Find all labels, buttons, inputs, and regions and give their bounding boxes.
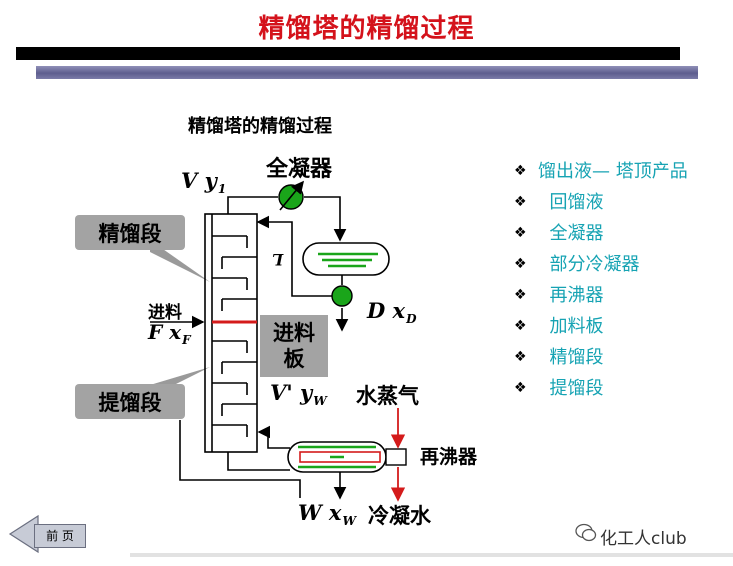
page-title: 精馏塔的精馏过程: [258, 14, 475, 44]
feed-composition-label: F xF: [148, 320, 191, 347]
legend-item: ❖ 提馏段: [514, 373, 688, 404]
total-condenser-icon: [278, 180, 305, 211]
wechat-icon: [575, 523, 597, 542]
legend-item: ❖馏出液— 塔顶产品: [514, 156, 688, 187]
legend-item: ❖ 精馏段: [514, 342, 688, 373]
reflux-drum: [302, 242, 390, 276]
steam-label: 水蒸气: [356, 384, 419, 408]
feed-plate-box: 进料 板: [260, 315, 328, 377]
legend-item: ❖ 部分冷凝器: [514, 249, 688, 280]
diamond-bullet-icon: ❖: [514, 349, 527, 365]
diamond-bullet-icon: ❖: [514, 380, 527, 396]
diagram-title: 精馏塔的精馏过程: [188, 116, 332, 137]
watermark-text: 化工人club: [600, 529, 687, 549]
top-vapor-line: [227, 196, 347, 242]
feed-plate-box-line2: 板: [283, 347, 305, 371]
bottoms-label: W xW: [298, 500, 356, 528]
reboiler-label: 再沸器: [420, 446, 478, 468]
legend-item: ❖ 全凝器: [514, 218, 688, 249]
diamond-bullet-icon: ❖: [514, 287, 527, 303]
column: [204, 213, 258, 453]
condenser-label: 全凝器: [266, 157, 333, 182]
rectifying-section-box: 精馏段: [75, 215, 185, 250]
legend-list: ❖馏出液— 塔顶产品 ❖ 回馏液 ❖ 全凝器 ❖ 部分冷凝器 ❖ 再沸器 ❖ 加…: [514, 156, 688, 404]
bottom-piping: [179, 420, 301, 498]
reflux-piping: [256, 215, 349, 332]
feed-plate-box-line1: 进料: [273, 321, 315, 345]
diamond-bullet-icon: ❖: [514, 163, 527, 179]
legend-item: ❖ 再沸器: [514, 280, 688, 311]
legend-item: ❖ 回馏液: [514, 187, 688, 218]
feed-text-label: 进料: [148, 303, 182, 323]
top-vapor-label: V y1: [181, 168, 227, 196]
rectifying-pointer: [150, 240, 210, 282]
column-shell: [204, 213, 258, 453]
condensate-label: 冷凝水: [368, 504, 431, 528]
prev-page-button[interactable]: 前 页: [34, 524, 86, 548]
stripping-section-box: 提馏段: [75, 384, 185, 419]
reflux-pump-icon: [331, 285, 353, 307]
diamond-bullet-icon: ❖: [514, 225, 527, 241]
legend-item: ❖ 加料板: [514, 311, 688, 342]
diamond-bullet-icon: ❖: [514, 256, 527, 272]
distillate-label: D xD: [367, 298, 417, 326]
bottom-vapor-label: V' yW: [270, 380, 327, 408]
footer-line: [130, 553, 733, 557]
header-bar-purple: [36, 66, 698, 79]
diamond-bullet-icon: ❖: [514, 318, 527, 334]
header-bar-black: [16, 47, 680, 60]
reflux-label: L: [272, 250, 284, 269]
diamond-bullet-icon: ❖: [514, 194, 527, 210]
column-trays: [212, 235, 257, 437]
reboiler: [287, 441, 407, 473]
